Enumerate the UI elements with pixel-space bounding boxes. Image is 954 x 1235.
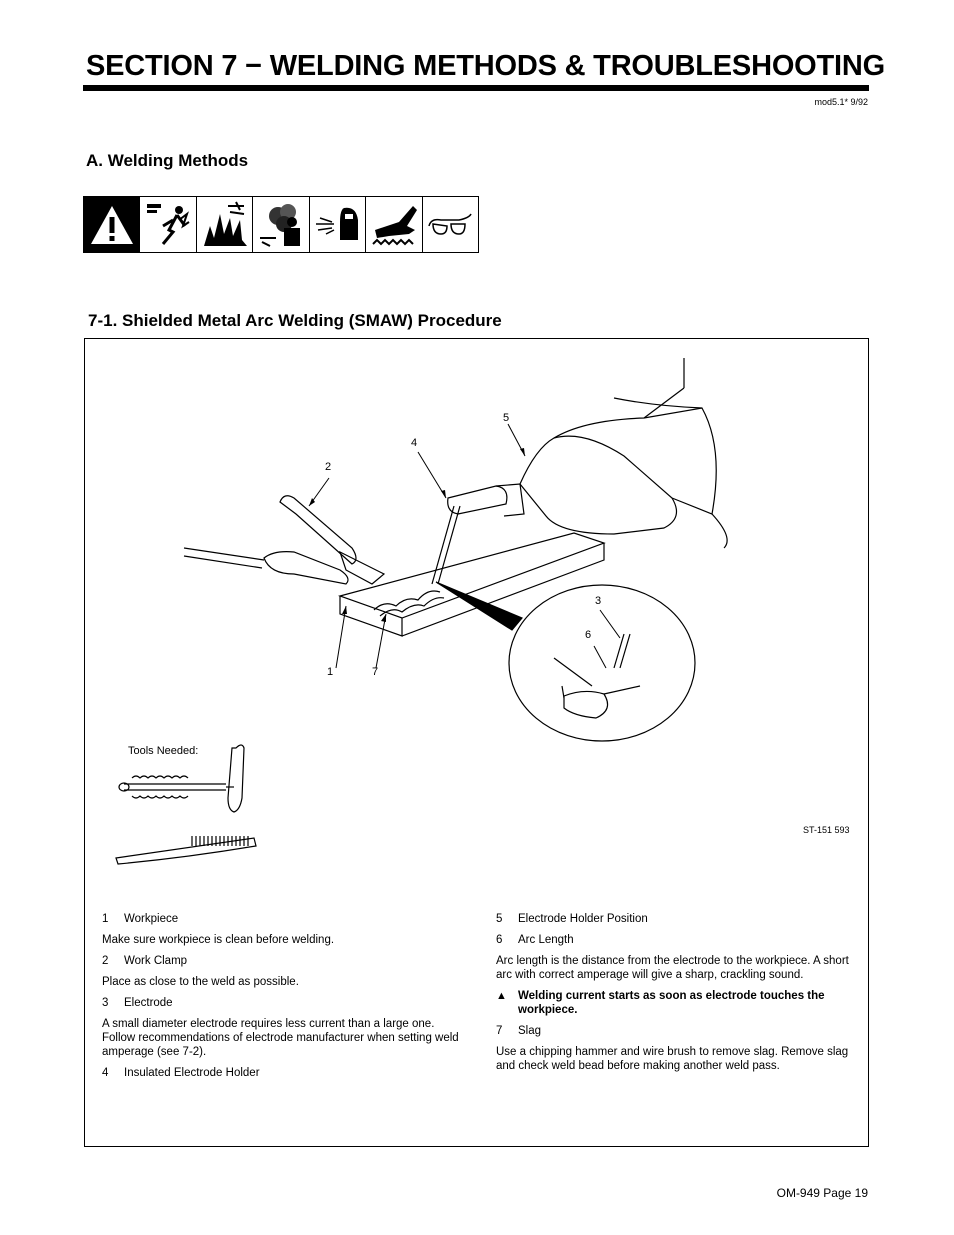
figure-code: ST-151 593 [803, 825, 850, 835]
hot-parts-icon [366, 197, 423, 252]
callout-3: 3 [595, 595, 602, 607]
doc-code: mod5.1* 9/92 [814, 97, 868, 107]
fumes-icon [253, 197, 310, 252]
callout-7: 7 [372, 666, 379, 678]
explosion-icon [197, 197, 254, 252]
item-description: A small diameter electrode requires less… [102, 1018, 459, 1058]
item-description: Arc length is the distance from the elec… [496, 955, 849, 981]
page-footer: OM-949 Page 19 [776, 1186, 868, 1200]
title-rule [83, 85, 869, 91]
item-description: Make sure workpiece is clean before weld… [102, 934, 335, 946]
section-title: SECTION 7 − WELDING METHODS & TROUBLESHO… [86, 50, 886, 82]
item-description: Place as close to the weld as possible. [102, 976, 299, 988]
warning-note: ▲Welding current starts as soon as elect… [496, 990, 825, 1016]
callout-5: 5 [503, 412, 510, 424]
callout-2: 2 [325, 461, 332, 473]
electric-shock-icon [140, 197, 197, 252]
safety-icon-strip [83, 196, 479, 253]
procedure-box [84, 338, 869, 1147]
arc-rays-icon [310, 197, 367, 252]
callout-6: 6 [585, 629, 592, 641]
warning-triangle-icon [84, 197, 141, 252]
procedure-title: 7-1. Shielded Metal Arc Welding (SMAW) P… [88, 311, 502, 330]
callout-4: 4 [411, 437, 418, 449]
item-description: Use a chipping hammer and wire brush to … [496, 1046, 849, 1072]
callout-1: 1 [327, 666, 334, 678]
subsection-title: A. Welding Methods [86, 151, 249, 170]
smaw-illustration [115, 358, 728, 865]
warning-triangle-icon: ▲ [496, 990, 507, 1002]
safety-glasses-icon [423, 197, 478, 252]
tools-needed-label: Tools Needed: [128, 745, 199, 757]
